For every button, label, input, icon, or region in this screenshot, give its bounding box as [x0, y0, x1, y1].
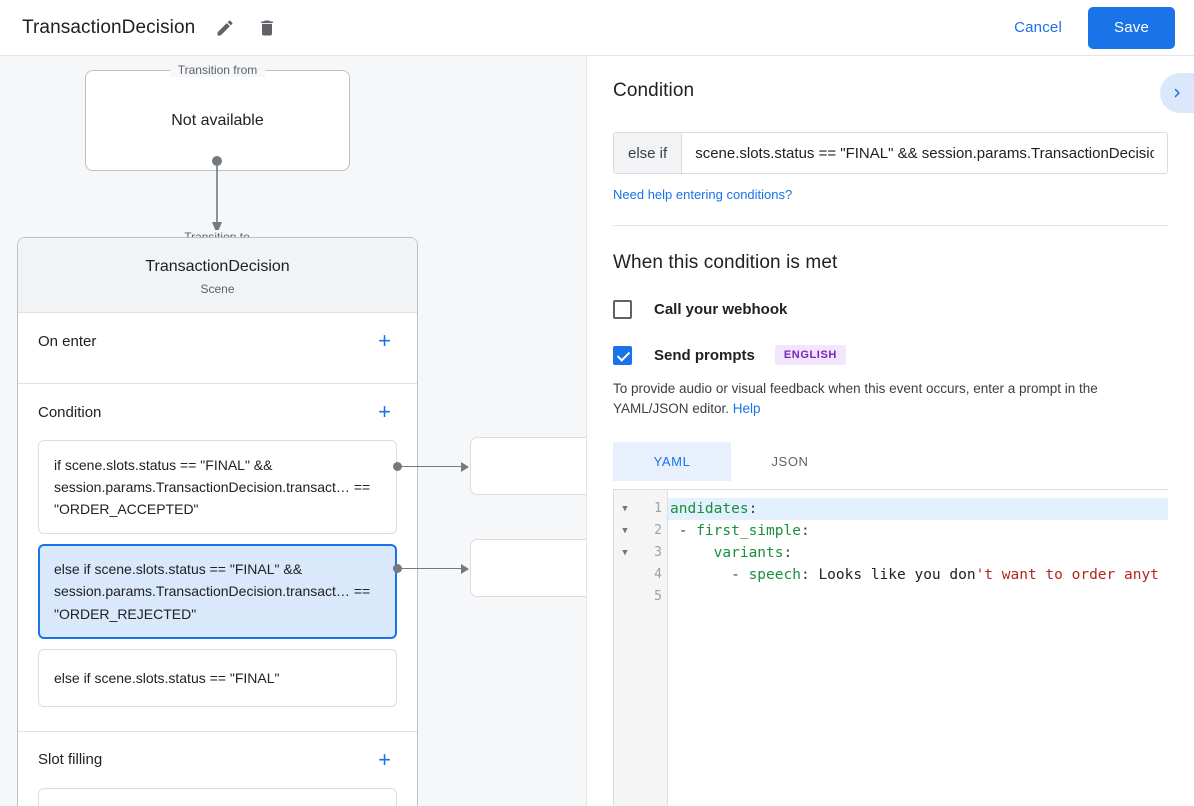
- chevron-right-icon[interactable]: [1160, 73, 1194, 113]
- transition-connector-arrow: [212, 156, 222, 234]
- code-token: -: [670, 522, 697, 539]
- tab-json[interactable]: JSON: [731, 442, 849, 481]
- code-token: Looks like you don: [818, 566, 976, 583]
- when-condition-met-heading: When this condition is met: [613, 252, 838, 273]
- section-condition-title: Condition: [38, 403, 102, 421]
- editor-line-number: 5: [614, 586, 667, 608]
- prompts-description: To provide audio or visual feedback when…: [613, 379, 1168, 420]
- prompts-help-link[interactable]: Help: [732, 401, 761, 417]
- line-number-label: 5: [654, 589, 662, 604]
- condition-list-item[interactable]: else if scene.slots.status == "FINAL": [38, 648, 397, 707]
- condition-heading: Condition: [613, 80, 695, 101]
- code-token: :: [800, 566, 819, 583]
- code-token: :: [783, 544, 793, 561]
- section-on-enter-header: On enter +: [38, 313, 397, 369]
- panel-divider: [613, 225, 1168, 226]
- section-condition-header: Condition +: [38, 384, 397, 440]
- line-number-label: 4: [654, 567, 662, 582]
- condition-list-item[interactable]: if scene.slots.status == "FINAL" && sess…: [38, 440, 397, 535]
- code-token: variants: [713, 544, 784, 561]
- code-token: speech: [748, 566, 801, 583]
- editor-line-number: 4: [614, 564, 667, 586]
- page-title: TransactionDecision: [22, 16, 196, 38]
- transition-to-name: TransactionDecision: [145, 258, 290, 275]
- send-prompts-row[interactable]: Send prompts ENGLISH: [613, 345, 1168, 365]
- editor-code-line[interactable]: [668, 586, 1168, 608]
- send-prompts-checkbox[interactable]: [613, 345, 632, 365]
- target-node-2[interactable]: [470, 539, 586, 597]
- section-slot-filling-title: Slot filling: [38, 751, 103, 769]
- code-token: first_simple: [696, 522, 801, 539]
- top-app-bar: TransactionDecision Cancel Save: [0, 0, 1194, 56]
- code-token: 't want to order anyt: [975, 566, 1159, 583]
- call-webhook-label: Call your webhook: [654, 301, 788, 318]
- transition-to-card: TransactionDecision Scene On enter + Con…: [17, 237, 418, 806]
- code-token: andidates: [670, 500, 749, 517]
- editor-code-line[interactable]: andidates:: [668, 497, 1168, 520]
- target-node-1[interactable]: [470, 437, 586, 495]
- slot-validation-item[interactable]: Slot validation: [38, 787, 397, 806]
- condition-field: else if: [613, 132, 1168, 174]
- details-panel: Condition else if Need help entering con…: [586, 56, 1194, 806]
- add-condition-button[interactable]: +: [372, 397, 397, 427]
- save-button[interactable]: Save: [1088, 6, 1175, 49]
- transition-to-subtitle: Scene: [200, 282, 235, 296]
- trash-icon[interactable]: [255, 16, 279, 40]
- condition-expression-input[interactable]: [682, 133, 1167, 173]
- transition-from-card: Transition from Not available: [85, 63, 350, 171]
- edge-arrowhead-1: [461, 462, 469, 472]
- call-webhook-checkbox[interactable]: [613, 300, 632, 319]
- add-on-enter-button[interactable]: +: [372, 326, 397, 356]
- section-slot-filling-header: Slot filling +: [38, 732, 397, 788]
- section-slot-filling: Slot filling + Slot validation: [18, 732, 417, 806]
- edge-line-1: [397, 466, 463, 467]
- code-token: -: [670, 566, 749, 583]
- editor-line-number: ▼3: [614, 542, 667, 564]
- fold-arrow-icon[interactable]: ▼: [622, 525, 628, 536]
- code-token: [670, 545, 714, 561]
- condition-editor-section: Condition else if Need help entering con…: [587, 56, 1194, 226]
- code-token: :: [748, 500, 758, 517]
- editor-code-line[interactable]: variants:: [668, 542, 1168, 564]
- section-on-enter: On enter +: [18, 313, 417, 384]
- when-condition-met-section: When this condition is met Call your web…: [587, 226, 1194, 806]
- section-on-enter-title: On enter: [38, 332, 97, 350]
- condition-list-item-selected[interactable]: else if scene.slots.status == "FINAL" &&…: [38, 544, 397, 639]
- fold-arrow-icon[interactable]: ▼: [622, 503, 628, 514]
- line-number-label: 3: [654, 545, 662, 560]
- code-token: :: [800, 522, 810, 539]
- scene-graph-canvas[interactable]: Transition from Not available Transition…: [0, 56, 586, 806]
- transition-to-header: TransactionDecision Scene: [18, 238, 417, 313]
- add-slot-filling-button[interactable]: +: [372, 745, 397, 775]
- editor-code-area[interactable]: andidates: - first_simple: variants: - s…: [668, 490, 1168, 806]
- edge-line-2: [397, 568, 463, 569]
- editor-line-number: ▼2: [614, 520, 667, 542]
- send-prompts-label: Send prompts: [654, 346, 755, 364]
- line-number-label: 1: [654, 501, 662, 516]
- edge-arrowhead-2: [461, 564, 469, 574]
- pencil-icon[interactable]: [213, 16, 237, 40]
- transition-from-legend: Transition from: [169, 63, 266, 77]
- transition-from-value: Not available: [171, 111, 264, 129]
- editor-line-number: ▼1: [614, 498, 667, 520]
- prompts-description-text: To provide audio or visual feedback when…: [613, 381, 1098, 417]
- editor-code-line[interactable]: - speech: Looks like you don't want to o…: [668, 564, 1168, 586]
- line-number-label: 2: [654, 523, 662, 538]
- cancel-button[interactable]: Cancel: [1000, 11, 1076, 44]
- fold-arrow-icon[interactable]: ▼: [622, 547, 628, 558]
- editor-format-tabs: YAML JSON: [613, 441, 1168, 481]
- call-webhook-row[interactable]: Call your webhook: [613, 300, 1168, 319]
- editor-code-line[interactable]: - first_simple:: [668, 520, 1168, 542]
- condition-prefix-label: else if: [614, 133, 683, 173]
- condition-help-link[interactable]: Need help entering conditions?: [613, 187, 793, 202]
- language-badge: ENGLISH: [774, 345, 846, 365]
- tab-yaml[interactable]: YAML: [613, 441, 731, 481]
- section-condition: Condition + if scene.slots.status == "FI…: [18, 384, 417, 732]
